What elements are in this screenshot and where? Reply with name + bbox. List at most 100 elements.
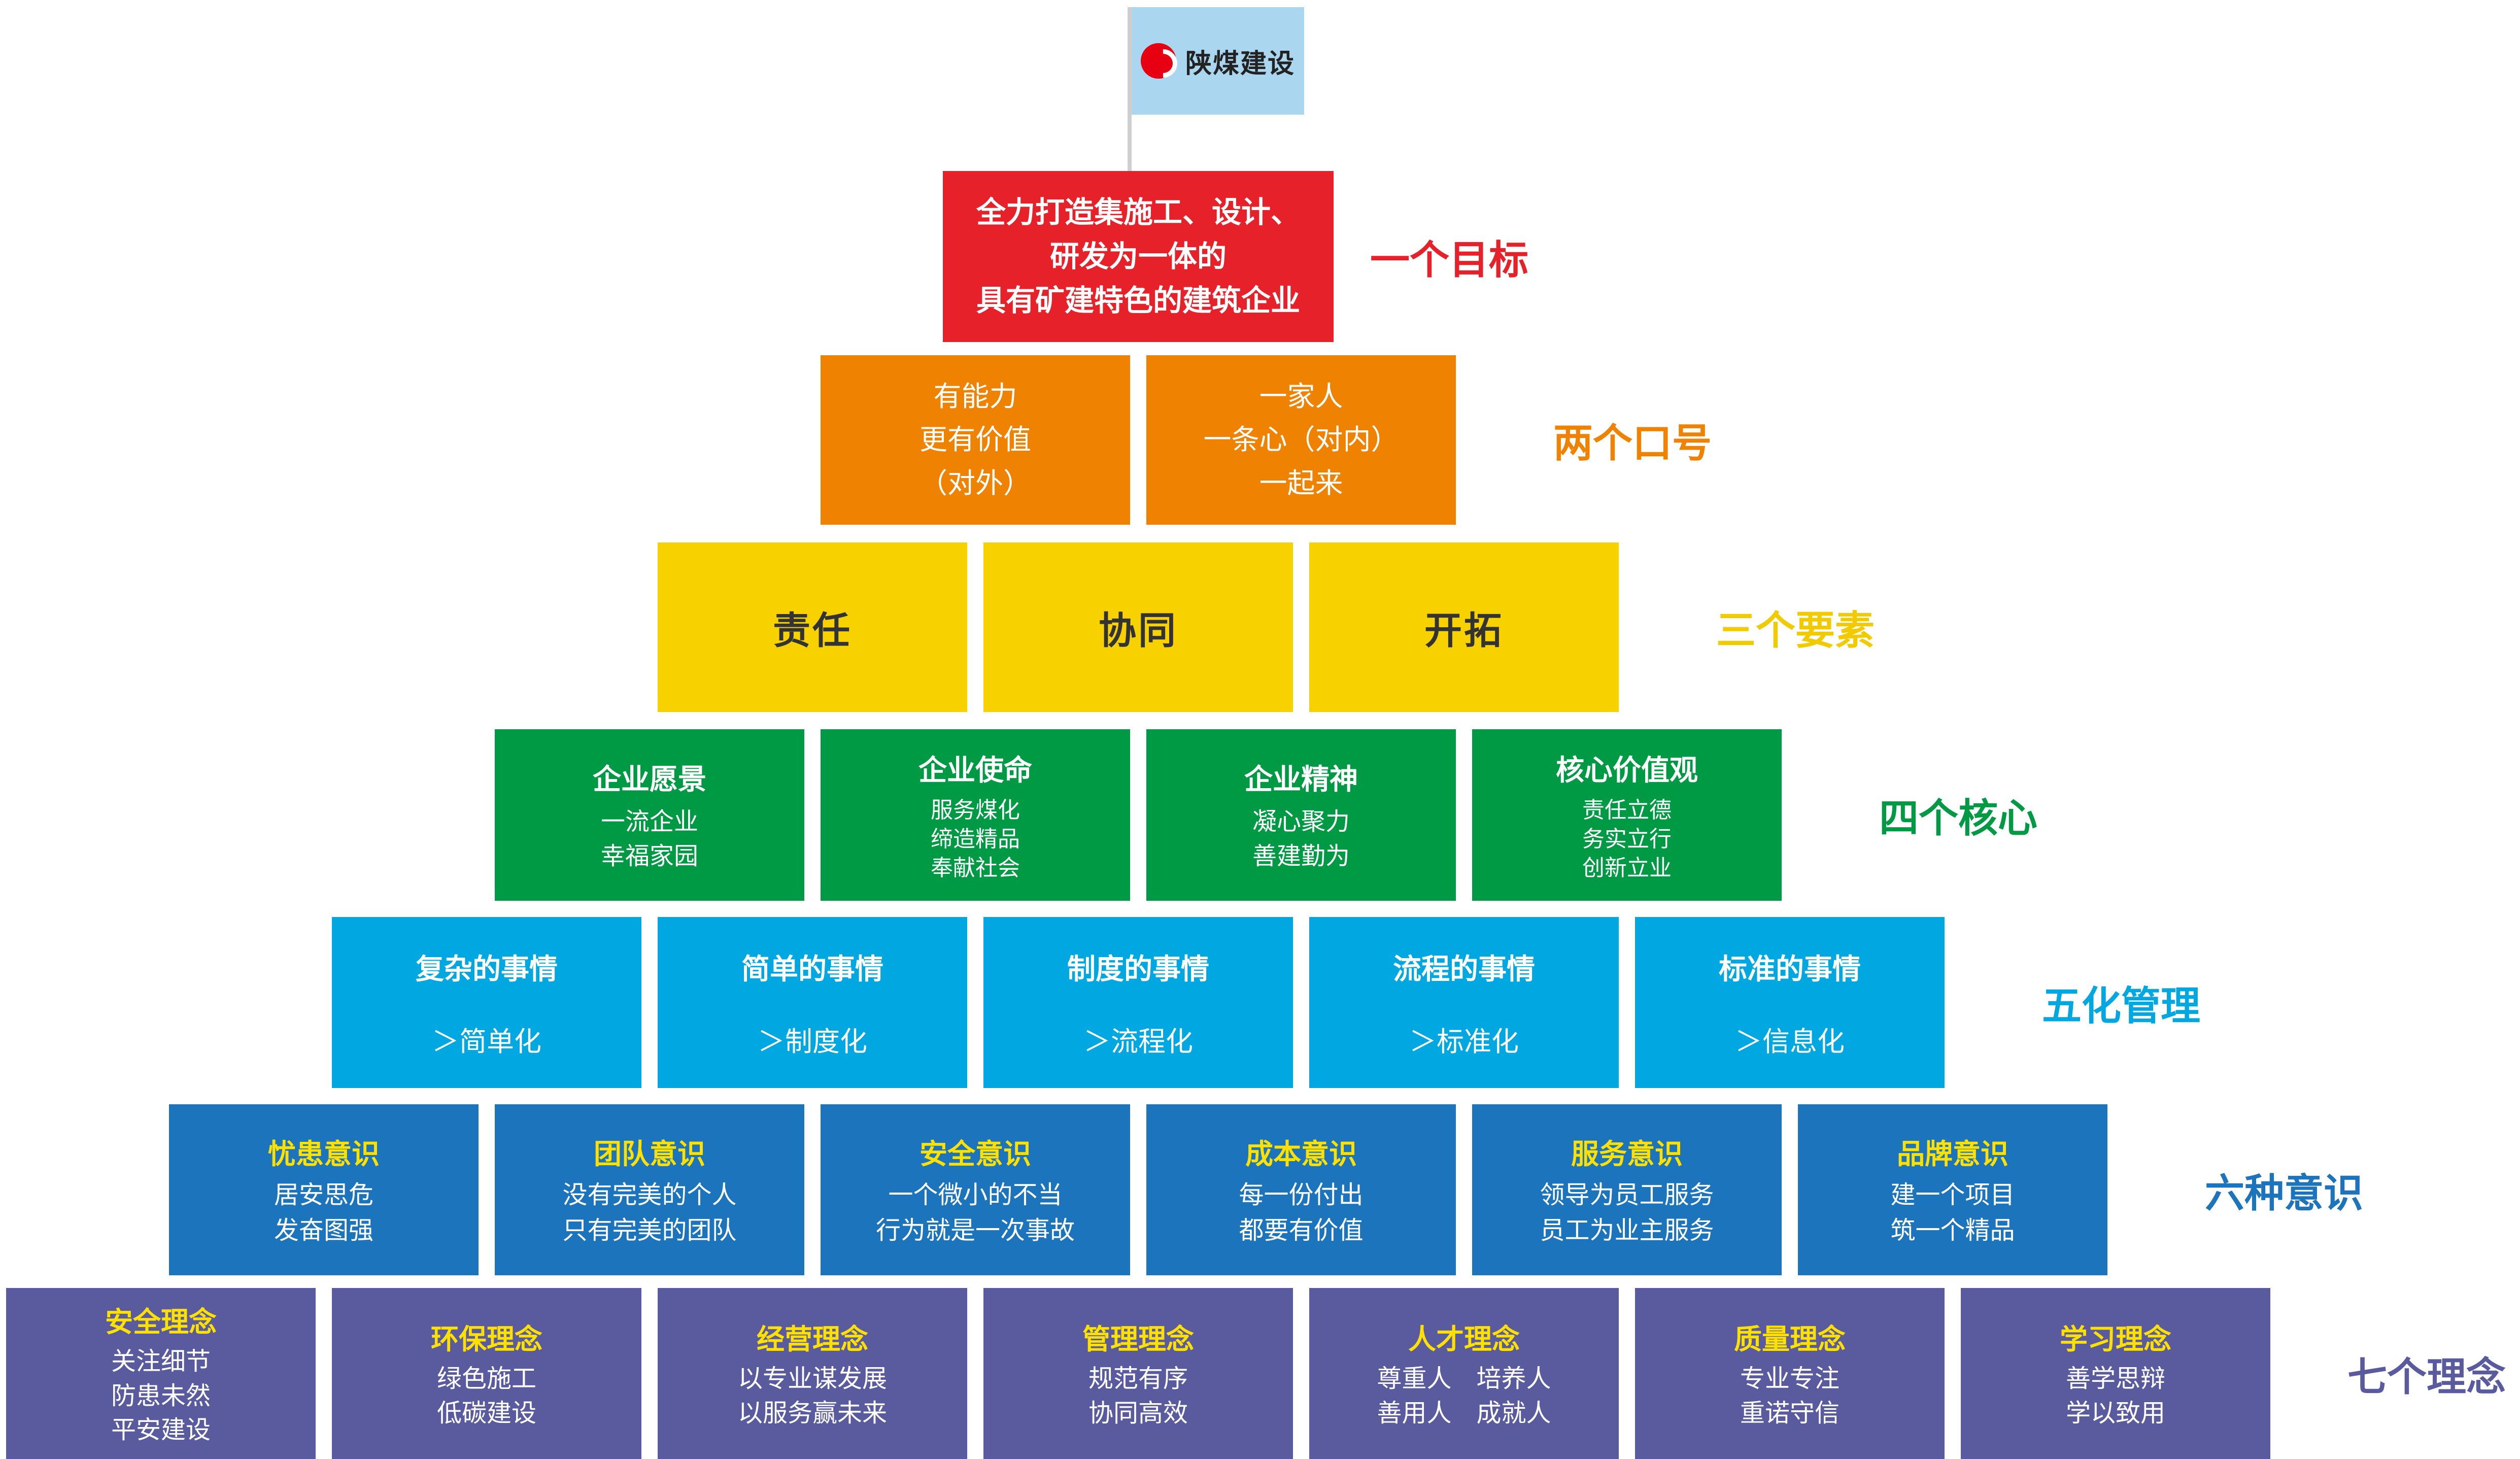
level-5-management-box-3: 制度的事情 ＞流程化: [983, 917, 1293, 1088]
box-line: 具有矿建特色的建筑企业: [976, 284, 1300, 317]
box-line: 研发为一体的: [1049, 240, 1227, 273]
box-line: ＞简单化: [432, 1026, 541, 1057]
box-title: 管理理念: [1082, 1323, 1194, 1355]
box-line: 一条心（对内）: [1203, 424, 1399, 456]
box-line: ＞信息化: [1735, 1026, 1845, 1057]
box-line: 学以致用: [2065, 1399, 2165, 1427]
level-4-cores-box-1: 企业愿景一流企业幸福家园: [495, 729, 804, 901]
box-line: 都要有价值: [1239, 1216, 1364, 1244]
box-line: 更有价值: [919, 424, 1031, 456]
box-title: 环保理念: [430, 1323, 542, 1355]
level-7-philosophies-box-3: 经营理念以专业谋发展以服务赢未来: [658, 1288, 967, 1459]
box-title: 学习理念: [2059, 1323, 2171, 1355]
box-line: 一家人: [1259, 381, 1343, 413]
level-label-level-6-consciousness: 六种意识: [2205, 1170, 2364, 1215]
box-line: 重诺守信: [1740, 1399, 1840, 1427]
box-line: 全力打造集施工、设计、: [976, 196, 1300, 229]
box-title: 安全意识: [919, 1138, 1031, 1170]
level-7-philosophies-box-7: 学习理念善学思辩学以致用: [1961, 1288, 2270, 1459]
box-title: 人才理念: [1408, 1323, 1520, 1355]
box-line: 筑一个精品: [1890, 1216, 2015, 1244]
box-line: 协同: [1099, 609, 1178, 652]
level-3-elements-box-2: 协同: [983, 542, 1293, 712]
box-title: 安全理念: [105, 1306, 217, 1338]
box-line: 务实立行: [1582, 826, 1672, 852]
box-line: ＞制度化: [758, 1026, 867, 1057]
box-title: 标准的事情: [1719, 953, 1861, 985]
level-2-slogans-box-2: 一家人一条心（对内） 一起来: [1146, 355, 1456, 525]
level-label-level-2-slogans: 两个口号: [1553, 421, 1712, 465]
box-title: 制度的事情: [1067, 953, 1209, 985]
level-7-philosophies-box-4: 管理理念规范有序协同高效: [983, 1288, 1293, 1459]
level-4-cores-box-2: 企业使命服务煤化缔造精品奉献社会: [821, 729, 1130, 901]
box-line: 员工为业主服务: [1540, 1216, 1714, 1244]
box-line: 行为就是一次事故: [875, 1216, 1075, 1244]
level-1-goal-box-1: 全力打造集施工、设计、研发为一体的具有矿建特色的建筑企业: [943, 171, 1334, 342]
box-line: 尊重人 培养人: [1377, 1365, 1551, 1393]
box-line: 一流企业: [600, 808, 698, 836]
pyramid-row-level-7-philosophies: 安全理念关注细节防患未然平安建设环保理念绿色施工低碳建设经营理念以专业谋发展以服…: [6, 1288, 2506, 1459]
box-title: 简单的事情: [741, 953, 883, 985]
box-title: 忧患意识: [267, 1138, 380, 1170]
box-line: 只有完美的团队: [562, 1216, 737, 1244]
box-line: 责任: [773, 609, 852, 652]
pyramid-row-level-4-cores: 企业愿景一流企业幸福家园企业使命服务煤化缔造精品奉献社会企业精神凝心聚力善建勤为…: [495, 729, 2037, 901]
box-line: 创新立业: [1582, 856, 1672, 881]
level-6-consciousness-box-3: 安全意识一个微小的不当行为就是一次事故: [821, 1104, 1130, 1275]
box-line: 没有完美的个人: [562, 1181, 737, 1209]
level-label-level-5-management: 五化管理: [2042, 983, 2201, 1028]
box-title: 团队意识: [593, 1138, 705, 1170]
level-7-philosophies-box-1: 安全理念关注细节防患未然平安建设: [6, 1288, 316, 1459]
box-line: 协同高效: [1088, 1399, 1188, 1427]
box-line: 凝心聚力: [1252, 808, 1350, 836]
flagpole: [1128, 7, 1132, 175]
level-5-management-box-1: 复杂的事情 ＞简单化: [332, 917, 641, 1088]
level-5-management-box-5: 标准的事情 ＞信息化: [1635, 917, 1945, 1088]
box-line: 责任立德: [1582, 797, 1672, 823]
box-title: 经营理念: [756, 1323, 868, 1355]
box-line: 领导为员工服务: [1540, 1181, 1714, 1209]
box-title: 成本意识: [1245, 1138, 1357, 1170]
box-line: 善建勤为: [1252, 842, 1350, 870]
box-line: 以专业谋发展: [737, 1365, 887, 1393]
box-title: 质量理念: [1733, 1323, 1846, 1355]
box-line: 奉献社会: [931, 856, 1020, 881]
level-7-philosophies-box-6: 质量理念专业专注重诺守信: [1635, 1288, 1945, 1459]
box-title: 复杂的事情: [416, 953, 558, 985]
pyramid-row-level-6-consciousness: 忧患意识居安思危发奋图强团队意识没有完美的个人只有完美的团队安全意识一个微小的不…: [169, 1104, 2363, 1275]
level-6-consciousness-box-4: 成本意识每一份付出都要有价值: [1146, 1104, 1456, 1275]
box-title: 核心价值观: [1556, 754, 1698, 786]
level-4-cores-box-3: 企业精神凝心聚力善建勤为: [1146, 729, 1456, 901]
box-line: 每一份付出: [1239, 1181, 1364, 1209]
box-line: 关注细节: [111, 1348, 211, 1376]
pyramid-row-level-3-elements: 责任协同开拓三个要素: [658, 542, 1875, 712]
box-line: 平安建设: [111, 1416, 211, 1444]
box-line: ＞标准化: [1409, 1026, 1519, 1057]
box-line: 防患未然: [111, 1382, 211, 1410]
box-title: 服务意识: [1571, 1138, 1683, 1170]
box-line: 善用人 成就人: [1377, 1399, 1551, 1427]
box-line: （对外）: [919, 467, 1031, 499]
box-title: 企业精神: [1244, 763, 1358, 796]
company-flag: 陕煤建设: [1132, 7, 1304, 115]
level-label-level-7-philosophies: 七个理念: [2347, 1354, 2506, 1399]
level-label-level-1-goal: 一个目标: [1370, 237, 1529, 282]
pyramid-row-level-2-slogans: 有能力更有价值（对外）一家人一条心（对内）一起来两个口号: [821, 355, 1712, 525]
box-line: 绿色施工: [436, 1365, 536, 1393]
level-6-consciousness-box-2: 团队意识没有完美的个人只有完美的团队: [495, 1104, 804, 1275]
level-6-consciousness-box-6: 品牌意识建一个项目筑一个精品: [1798, 1104, 2107, 1275]
box-line: 幸福家园: [600, 842, 698, 870]
box-line: 建一个项目: [1890, 1181, 2015, 1209]
level-2-slogans-box-1: 有能力更有价值（对外）: [821, 355, 1130, 525]
pyramid-row-level-1-goal: 全力打造集施工、设计、研发为一体的具有矿建特色的建筑企业一个目标: [943, 171, 1528, 342]
company-name: 陕煤建设: [1185, 49, 1295, 79]
level-label-level-4-cores: 四个核心: [1879, 796, 2038, 840]
box-title: 品牌意识: [1896, 1138, 2008, 1170]
box-title: 流程的事情: [1393, 953, 1535, 985]
box-line: 一起来: [1259, 467, 1343, 499]
company-logo-icon: [1140, 43, 1176, 79]
box-title: 企业愿景: [593, 763, 706, 796]
box-line: ＞流程化: [1083, 1026, 1193, 1057]
level-5-management-box-4: 流程的事情 ＞标准化: [1309, 917, 1619, 1088]
box-line: 居安思危: [274, 1181, 373, 1209]
